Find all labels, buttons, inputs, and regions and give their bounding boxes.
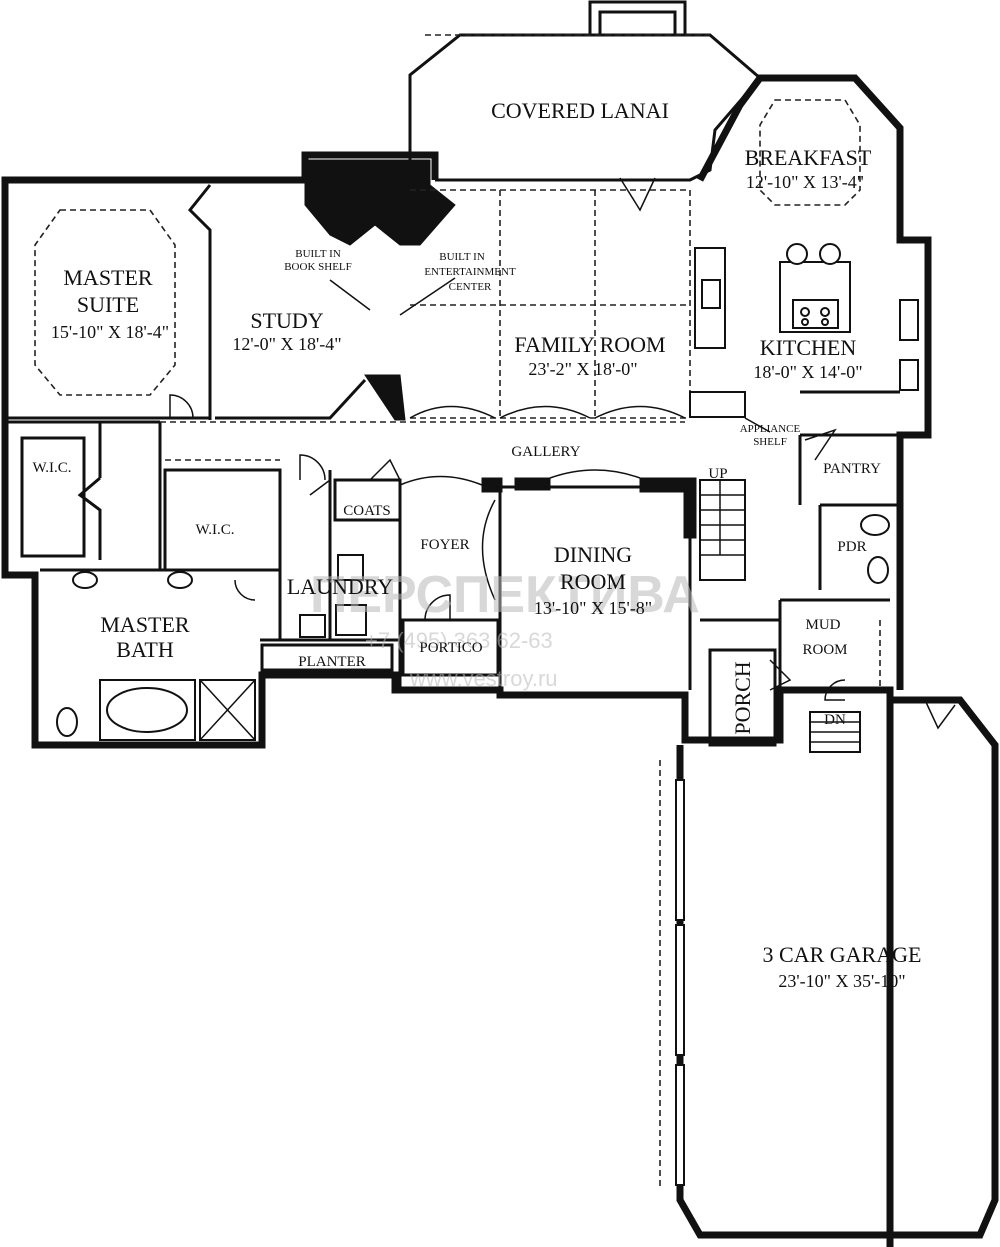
label-appliance-1: APPLIANCE bbox=[740, 423, 801, 435]
label-appliance-2: SHELF bbox=[753, 436, 787, 448]
room-labels: COVERED LANAI BREAKFAST 12'-10" X 13'-4"… bbox=[32, 98, 921, 991]
label-wic-2: W.I.C. bbox=[195, 522, 234, 538]
label-master-suite-2: SUITE bbox=[77, 292, 139, 317]
doors bbox=[169, 177, 956, 730]
label-dining-1: DINING bbox=[554, 542, 632, 567]
dim-breakfast: 12'-10" X 13'-4" bbox=[746, 172, 864, 192]
label-laundry: LAUNDRY bbox=[287, 574, 393, 599]
label-master-bath-1: MASTER bbox=[100, 612, 190, 637]
label-mud-room-1: MUD bbox=[805, 617, 840, 633]
chimney-base bbox=[364, 374, 406, 421]
columns bbox=[481, 477, 697, 539]
leaders bbox=[329, 277, 771, 433]
dim-garage: 23'-10" X 35'-10" bbox=[778, 971, 905, 991]
label-bookshelf-1: BUILT IN bbox=[295, 248, 341, 260]
label-gallery: GALLERY bbox=[511, 444, 580, 460]
dim-dining: 13'-10" X 15'-8" bbox=[534, 598, 652, 618]
label-entertainment-3: CENTER bbox=[449, 281, 492, 293]
watermark-site: www.vestroy.ru bbox=[409, 666, 558, 691]
label-master-bath-2: BATH bbox=[116, 637, 174, 662]
label-stairs-up: UP bbox=[708, 466, 727, 482]
label-mud-room-2: ROOM bbox=[802, 642, 847, 658]
ceiling-lines bbox=[34, 34, 881, 1190]
label-foyer: FOYER bbox=[420, 537, 469, 553]
label-lanai: COVERED LANAI bbox=[491, 98, 669, 123]
label-pdr: PDR bbox=[837, 539, 866, 555]
label-dining-2: ROOM bbox=[560, 569, 626, 594]
label-portico: PORTICO bbox=[419, 640, 482, 656]
label-planter: PLANTER bbox=[298, 654, 366, 670]
dim-family-room: 23'-2" X 18'-0" bbox=[528, 359, 637, 379]
label-family-room: FAMILY ROOM bbox=[514, 332, 665, 357]
label-master-suite-1: MASTER bbox=[63, 265, 153, 290]
dim-kitchen: 18'-0" X 14'-0" bbox=[753, 362, 862, 382]
label-pantry: PANTRY bbox=[823, 461, 881, 477]
bath-fixtures bbox=[56, 514, 890, 741]
watermark: ПЕРСПЕКТИВА +7 (495) 363 62-63 www.vestr… bbox=[310, 566, 700, 691]
label-breakfast: BREAKFAST bbox=[745, 145, 872, 170]
label-study: STUDY bbox=[250, 308, 323, 333]
label-kitchen: KITCHEN bbox=[760, 335, 857, 360]
label-bookshelf-2: BOOK SHELF bbox=[284, 261, 352, 273]
label-wic-1: W.I.C. bbox=[32, 460, 71, 476]
garage-windows bbox=[675, 779, 685, 1186]
label-garage: 3 CAR GARAGE bbox=[763, 942, 922, 967]
watermark-phone: +7 (495) 363 62-63 bbox=[365, 628, 553, 653]
label-entertainment-1: BUILT IN bbox=[439, 251, 485, 263]
interior-walls bbox=[5, 184, 900, 747]
dim-master-suite: 15'-10" X 18'-4" bbox=[51, 322, 169, 342]
arches bbox=[399, 405, 686, 601]
label-porch: PORCH bbox=[730, 661, 755, 734]
watermark-brand: ПЕРСПЕКТИВА bbox=[310, 566, 700, 624]
stairs bbox=[699, 479, 861, 753]
label-entertainment-2: ENTERTAINMENT bbox=[424, 266, 516, 278]
label-stairs-down: DN bbox=[824, 712, 846, 728]
fireplace bbox=[304, 159, 456, 246]
label-coats: COATS bbox=[343, 503, 391, 519]
dim-study: 12'-0" X 18'-4" bbox=[232, 334, 341, 354]
kitchen-fixtures bbox=[689, 243, 919, 418]
